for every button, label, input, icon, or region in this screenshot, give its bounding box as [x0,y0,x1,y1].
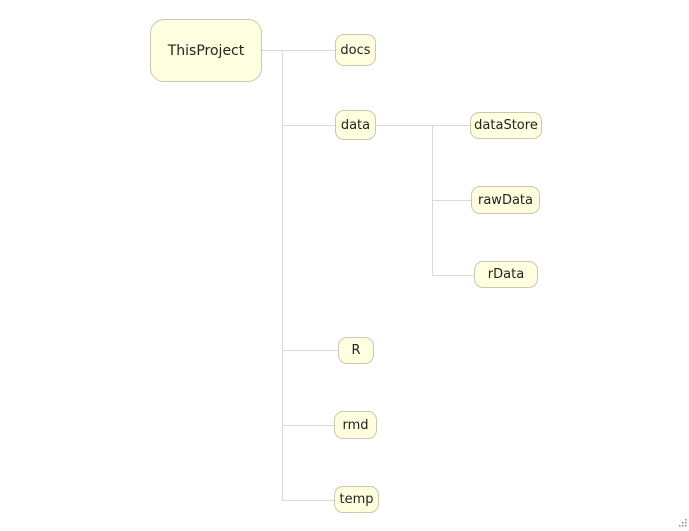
node-rawdata[interactable]: rawData [471,186,540,214]
connector [376,125,470,126]
connector [432,275,474,276]
connector [282,425,334,426]
node-datastore[interactable]: dataStore [470,112,542,139]
node-label: data [340,117,371,133]
node-label: temp [339,492,374,507]
connector [432,200,471,201]
node-label: rmd [342,417,369,433]
node-label: dataStore [474,118,538,133]
node-r[interactable]: R [338,337,374,364]
node-temp[interactable]: temp [334,486,379,513]
node-data[interactable]: data [335,110,376,140]
node-label: rawData [478,192,533,208]
node-label: R [351,343,361,358]
connector [282,350,338,351]
node-label: rData [487,267,525,282]
node-rmd[interactable]: rmd [334,411,377,439]
node-label: ThisProject [167,42,245,59]
connector [262,50,335,51]
resize-grip-icon[interactable] [675,517,687,529]
connector [282,50,283,500]
node-rdata[interactable]: rData [474,261,538,288]
node-root[interactable]: ThisProject [150,19,262,82]
node-docs[interactable]: docs [335,34,376,66]
connector [282,500,334,501]
connector [282,125,335,126]
node-label: docs [340,42,371,58]
